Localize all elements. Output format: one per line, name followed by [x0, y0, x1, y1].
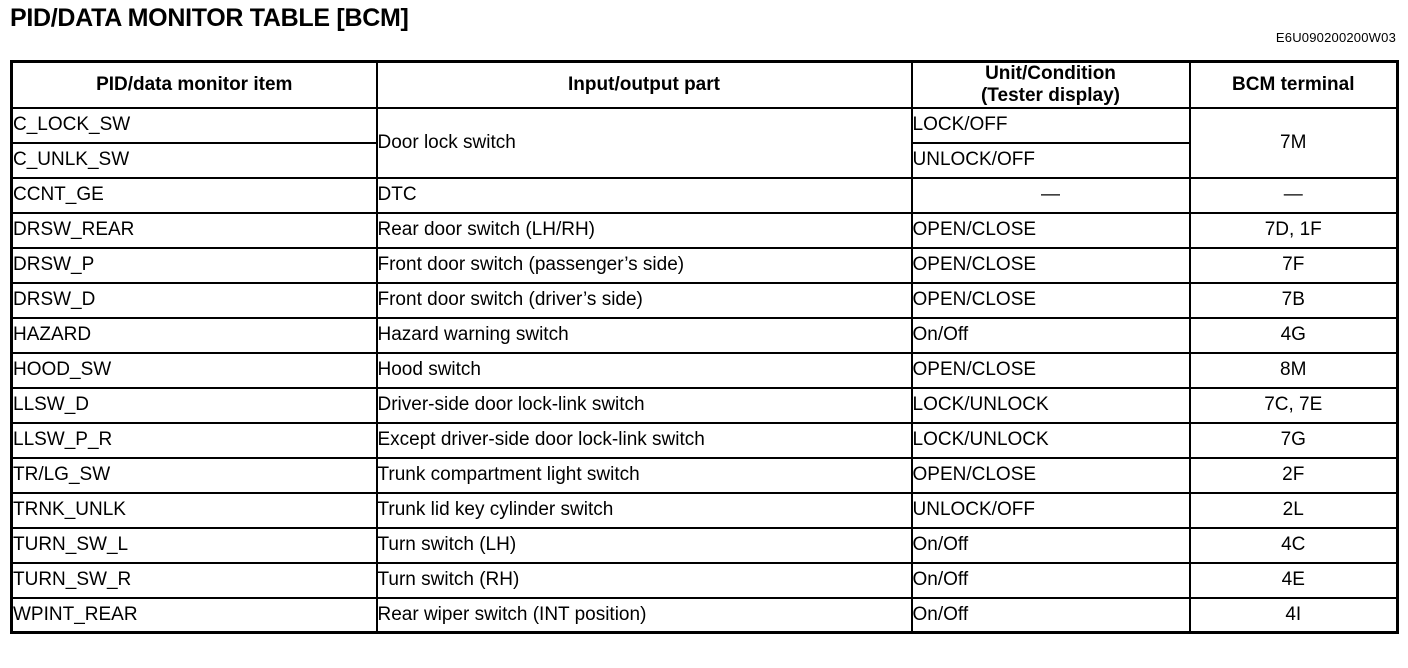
cell-unit-condition: On/Off — [910, 526, 1191, 564]
cell-bcm-terminal: 2L — [1188, 491, 1399, 529]
cell-unit-condition: OPEN/CLOSE — [910, 211, 1191, 249]
cell-unit-condition: OPEN/CLOSE — [910, 456, 1191, 494]
column-header-bcm-terminal-label: BCM terminal — [1232, 73, 1355, 95]
column-header-input-output-part: Input/output part — [375, 60, 913, 109]
table-row: C_UNLK_SW UNLOCK/OFF — [10, 141, 1398, 179]
cell-input-output-part: Except driver-side door lock-link switch — [375, 421, 913, 459]
table-header: PID/data monitor item Input/output part … — [10, 60, 1399, 109]
cell-bcm-terminal: 4I — [1188, 596, 1399, 634]
cell-input-output-part: Trunk compartment light switch — [375, 456, 913, 494]
cell-pid-item: LLSW_D — [10, 386, 378, 424]
cell-bcm-terminal: 7D, 1F — [1188, 211, 1399, 249]
pid-data-monitor-table: PID/data monitor item Input/output part … — [10, 60, 1399, 635]
cell-bcm-terminal: 7G — [1188, 421, 1399, 459]
column-header-unit-condition-line2: (Tester display) — [980, 84, 1121, 106]
cell-input-output-part: Front door switch (passenger’s side) — [375, 246, 913, 284]
cell-input-output-part: DTC — [375, 176, 913, 214]
table-header-row: PID/data monitor item Input/output part … — [10, 60, 1399, 109]
cell-pid-item: C_UNLK_SW — [10, 141, 378, 179]
cell-pid-item: WPINT_REAR — [10, 596, 378, 634]
cell-unit-condition: OPEN/CLOSE — [910, 281, 1191, 319]
cell-bcm-terminal: 4G — [1188, 316, 1399, 354]
cell-bcm-terminal: 7M — [1188, 106, 1399, 179]
cell-pid-item: DRSW_D — [10, 281, 378, 319]
cell-unit-condition: On/Off — [910, 316, 1191, 354]
page-title: PID/DATA MONITOR TABLE [BCM] — [10, 4, 409, 32]
column-header-pid-item-label: PID/data monitor item — [96, 73, 293, 95]
cell-bcm-terminal: 7F — [1188, 246, 1399, 284]
cell-unit-condition: OPEN/CLOSE — [910, 246, 1191, 284]
column-header-unit-condition: Unit/Condition (Tester display) — [910, 60, 1191, 109]
cell-pid-item: TURN_SW_L — [10, 526, 378, 564]
cell-input-output-part: Trunk lid key cylinder switch — [375, 491, 913, 529]
cell-bcm-terminal: 2F — [1188, 456, 1399, 494]
cell-unit-condition: On/Off — [910, 596, 1191, 634]
cell-pid-item: HOOD_SW — [10, 351, 378, 389]
cell-unit-condition: UNLOCK/OFF — [910, 491, 1191, 529]
cell-pid-item: HAZARD — [10, 316, 378, 354]
cell-input-output-part: Door lock switch — [375, 106, 913, 179]
cell-pid-item: C_LOCK_SW — [10, 106, 378, 144]
cell-unit-condition: LOCK/UNLOCK — [910, 386, 1191, 424]
cell-bcm-terminal: 8M — [1188, 351, 1399, 389]
cell-bcm-terminal: 7B — [1188, 281, 1399, 319]
cell-bcm-terminal: 7C, 7E — [1188, 386, 1399, 424]
cell-unit-condition: OPEN/CLOSE — [910, 351, 1191, 389]
cell-pid-item: DRSW_P — [10, 246, 378, 284]
cell-input-output-part: Rear wiper switch (INT position) — [375, 596, 913, 634]
cell-input-output-part: Hazard warning switch — [375, 316, 913, 354]
cell-unit-condition: On/Off — [910, 561, 1191, 599]
document-reference-code: E6U090200200W03 — [1275, 30, 1396, 45]
cell-unit-condition: LOCK/UNLOCK — [910, 421, 1191, 459]
cell-unit-condition: LOCK/OFF — [910, 106, 1191, 144]
cell-pid-item: TR/LG_SW — [10, 456, 378, 494]
column-header-input-output-part-label: Input/output part — [568, 73, 720, 95]
column-header-bcm-terminal: BCM terminal — [1188, 60, 1399, 109]
cell-input-output-part: Turn switch (LH) — [375, 526, 913, 564]
cell-input-output-part: Rear door switch (LH/RH) — [375, 211, 913, 249]
cell-unit-condition: — — [910, 176, 1191, 214]
cell-pid-item: CCNT_GE — [10, 176, 378, 214]
cell-unit-condition: UNLOCK/OFF — [910, 141, 1191, 179]
cell-input-output-part: Hood switch — [375, 351, 913, 389]
pid-data-monitor-table-wrapper: PID/data monitor item Input/output part … — [10, 60, 1399, 635]
cell-bcm-terminal: 4C — [1188, 526, 1399, 564]
column-header-unit-condition-line1: Unit/Condition — [985, 63, 1116, 84]
cell-input-output-part: Driver-side door lock-link switch — [375, 386, 913, 424]
column-header-pid-item: PID/data monitor item — [10, 60, 378, 109]
cell-pid-item: LLSW_P_R — [10, 421, 378, 459]
cell-input-output-part: Front door switch (driver’s side) — [375, 281, 913, 319]
cell-pid-item: TURN_SW_R — [10, 561, 378, 599]
cell-bcm-terminal: 4E — [1188, 561, 1399, 599]
cell-input-output-part: Turn switch (RH) — [375, 561, 913, 599]
cell-pid-item: DRSW_REAR — [10, 211, 378, 249]
cell-bcm-terminal: — — [1188, 176, 1399, 214]
cell-pid-item: TRNK_UNLK — [10, 491, 378, 529]
